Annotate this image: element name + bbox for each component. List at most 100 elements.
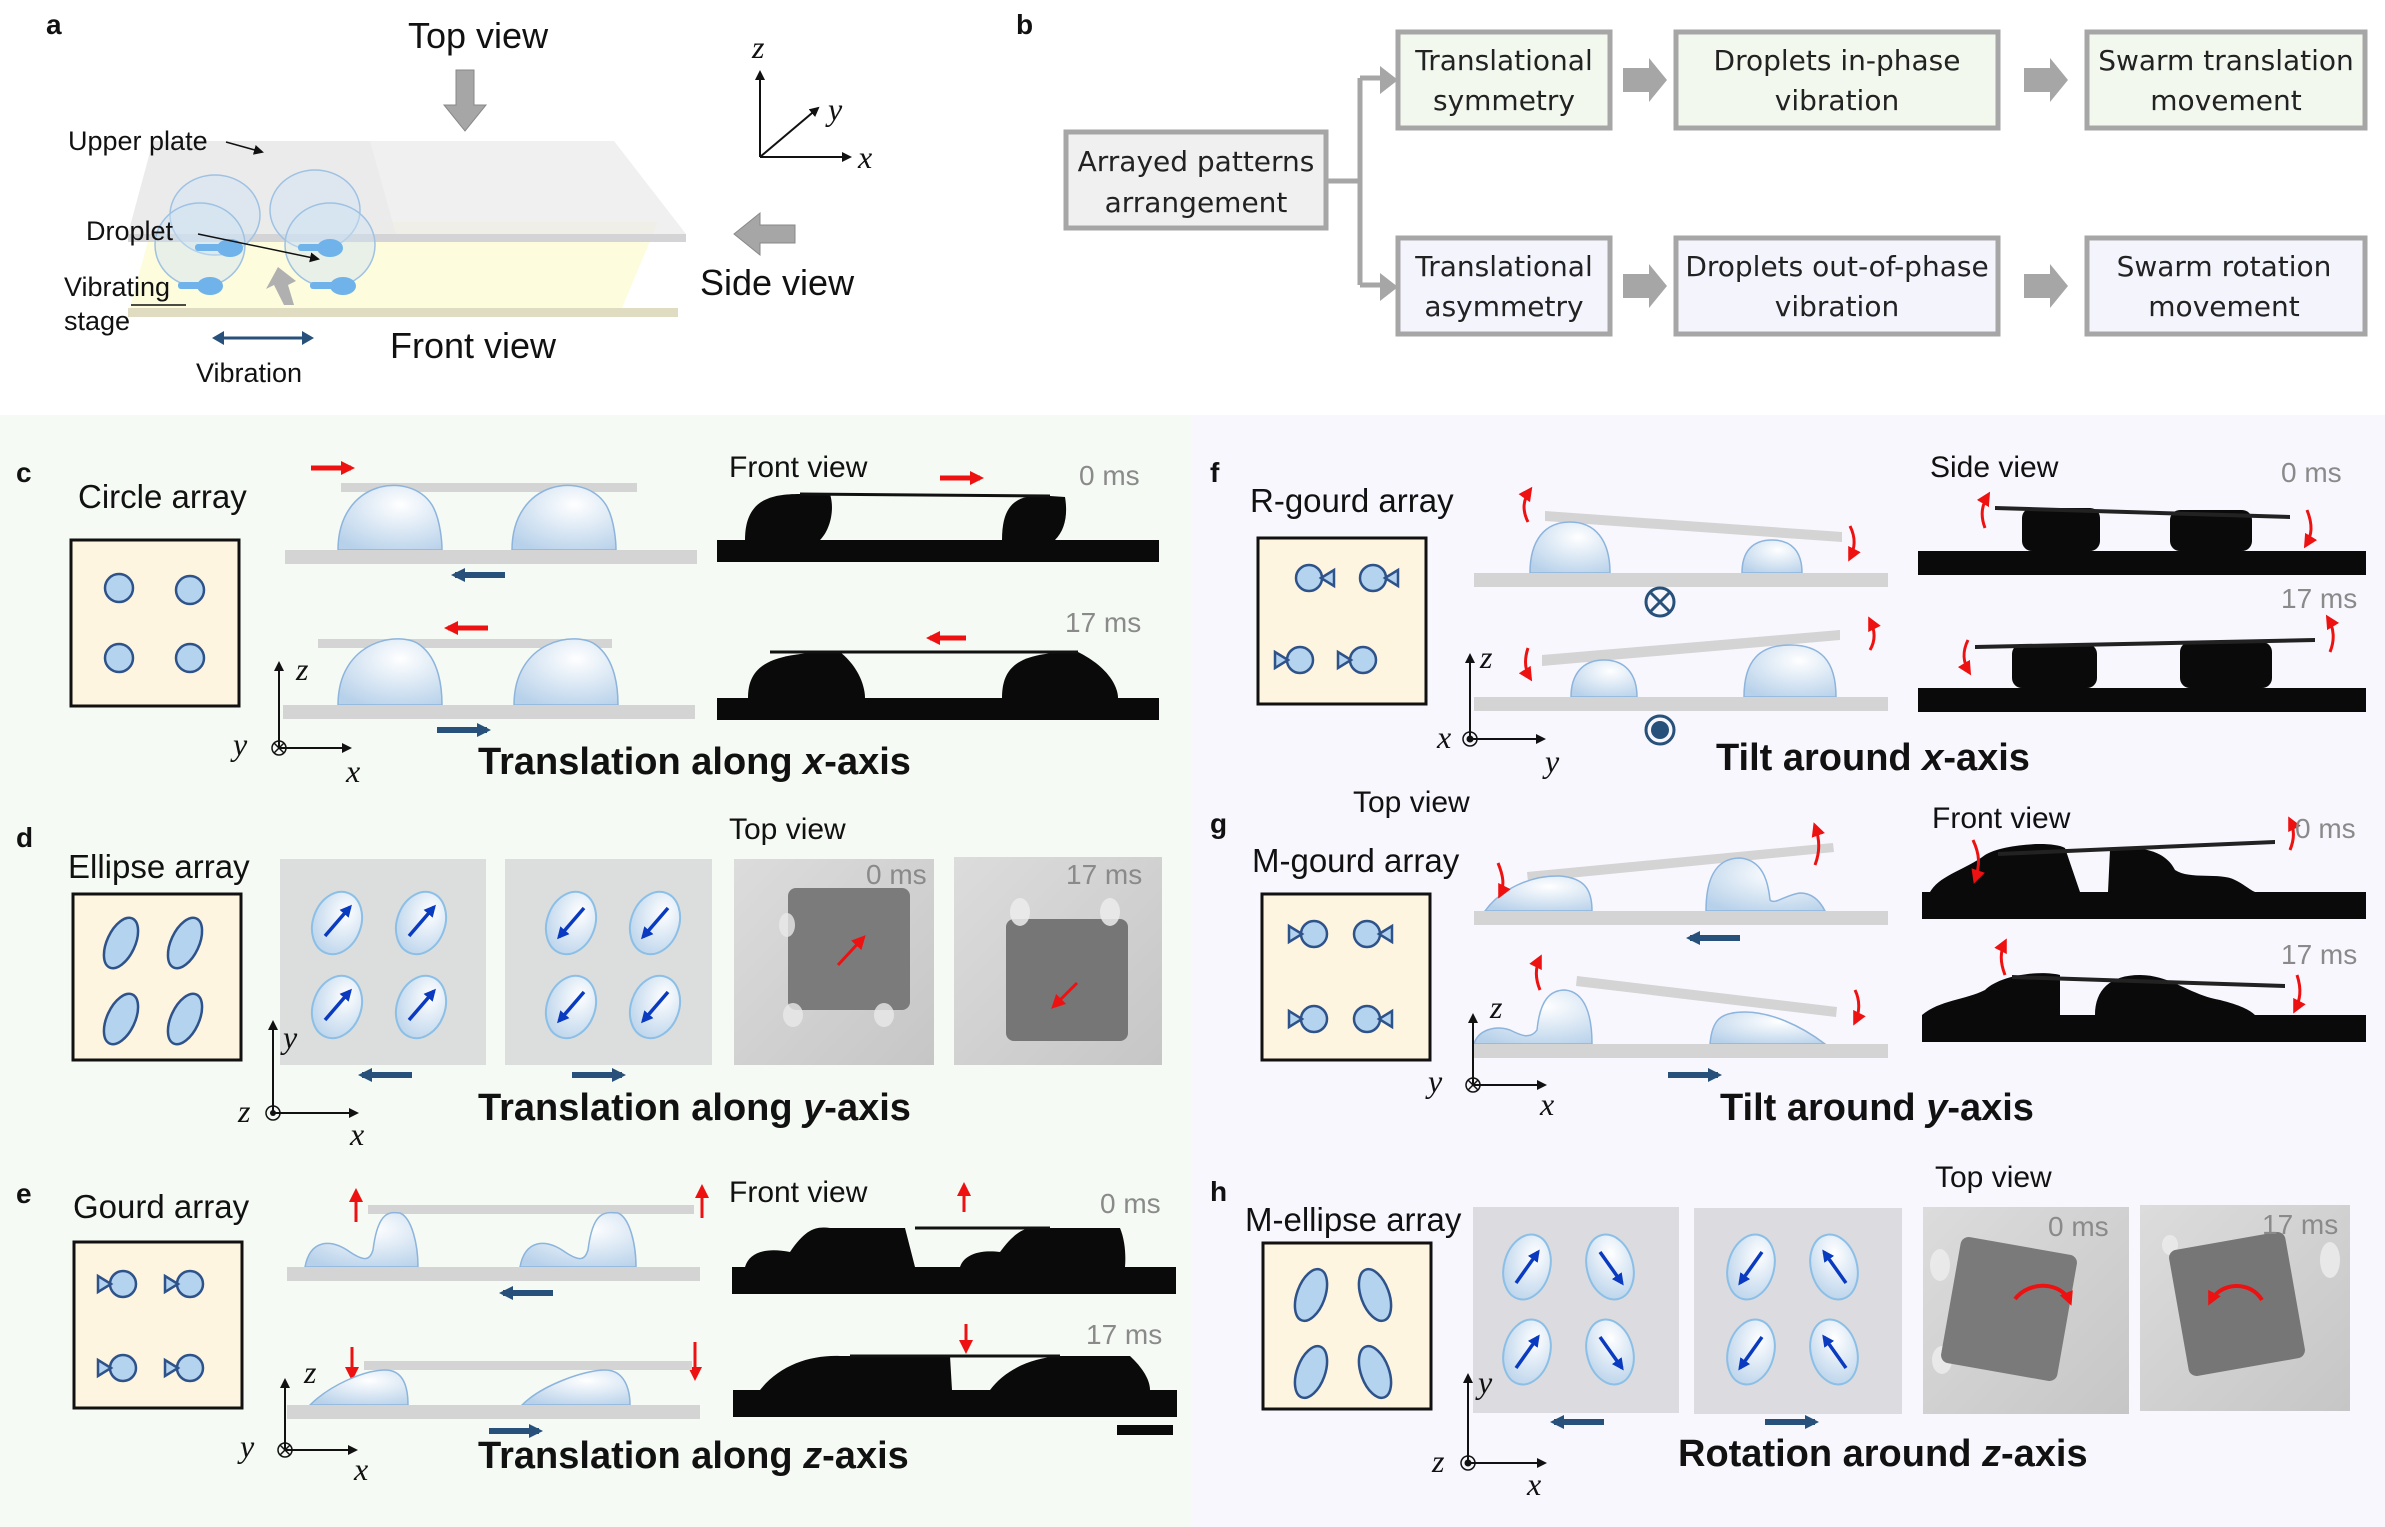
panel-e: e Gourd array <box>16 1176 1177 1487</box>
upper-plate-label: Upper plate <box>68 126 208 156</box>
svg-text:z: z <box>295 651 309 687</box>
flow-box-translational-symmetry <box>1395 29 1613 131</box>
svg-text:symmetry: symmetry <box>1433 84 1575 117</box>
front-view-photo-17ms <box>717 650 1159 720</box>
svg-text:x: x <box>353 1451 368 1487</box>
flow-box-droplets-out-of-phase <box>1673 235 2001 337</box>
flow-arrow-icon <box>2024 264 2068 308</box>
vibrating-stage-edge <box>128 308 678 317</box>
svg-text:vibration: vibration <box>1775 84 1899 117</box>
axis-indicator: z y x <box>237 1354 368 1487</box>
svg-text:x: x <box>345 753 360 789</box>
axis-indicator: y z x <box>237 1019 364 1152</box>
top-view-label: Top view <box>1353 786 1470 819</box>
vector-diagram-1 <box>280 859 486 1065</box>
side-view-label: Side view <box>700 262 855 303</box>
panel-title: M-gourd array <box>1252 842 1460 879</box>
svg-text:z: z <box>1489 989 1503 1025</box>
svg-text:Swarm translation: Swarm translation <box>2098 44 2354 77</box>
flow-box-droplets-in-phase <box>1673 29 2001 131</box>
svg-text:x: x <box>1436 719 1451 755</box>
svg-text:17 ms: 17 ms <box>2262 1209 2338 1240</box>
flow-box-swarm-translation <box>2084 29 2368 131</box>
droplet-side <box>511 484 617 551</box>
svg-text:0 ms: 0 ms <box>866 859 927 890</box>
flow-box-translational-asymmetry <box>1395 235 1613 337</box>
flow-arrow-icon <box>1623 58 1667 102</box>
svg-text:vibration: vibration <box>1775 290 1899 323</box>
svg-text:x: x <box>349 1116 364 1152</box>
m-gourd-pattern <box>1287 919 1394 1034</box>
panel-title: R-gourd array <box>1250 482 1454 519</box>
flow-bottom-row: Translational asymmetry Droplets out-of-… <box>1395 235 2368 337</box>
svg-text:z: z <box>1479 639 1493 675</box>
front-view-photo-0ms <box>717 492 1159 562</box>
ellipse-pattern <box>102 916 204 1046</box>
pattern-box <box>72 1240 244 1410</box>
svg-text:Top view: Top view <box>729 813 846 846</box>
svg-text:17 ms: 17 ms <box>2281 583 2357 614</box>
droplet-label: Droplet <box>86 216 174 246</box>
svg-text:d: d <box>16 822 33 853</box>
svg-text:Front view: Front view <box>1932 802 2071 835</box>
motion-caption: Tilt around x-axis <box>1716 737 2030 779</box>
svg-text:y: y <box>1542 743 1560 779</box>
svg-text:Droplets out-of-phase: Droplets out-of-phase <box>1685 250 1988 283</box>
svg-text:Side view: Side view <box>1930 451 2059 484</box>
panel-letter-a: a <box>46 9 62 40</box>
svg-text:0 ms: 0 ms <box>2295 813 2356 844</box>
svg-text:Droplets in-phase: Droplets in-phase <box>1714 44 1961 77</box>
vector-arrow-icons <box>323 904 670 1024</box>
svg-text:0 ms: 0 ms <box>2048 1211 2109 1242</box>
vibrating-stage-label-2: stage <box>64 306 130 336</box>
top-view-label: Top view <box>408 15 549 56</box>
svg-text:x: x <box>1539 1086 1554 1122</box>
svg-text:Front view: Front view <box>729 1176 868 1209</box>
svg-text:Top view: Top view <box>1935 1161 2052 1194</box>
svg-text:arrangement: arrangement <box>1105 186 1288 219</box>
svg-text:h: h <box>1210 1176 1227 1207</box>
svg-text:17 ms: 17 ms <box>1086 1319 1162 1350</box>
top-view-photo-17ms <box>954 857 1162 1065</box>
vector-diagram-2 <box>1694 1208 1902 1414</box>
top-view-photo-17ms <box>2140 1205 2350 1411</box>
svg-text:y: y <box>237 1428 255 1464</box>
motion-caption: Translation along y-axis <box>478 1087 911 1129</box>
flow-top-row: Translational symmetry Droplets in-phase… <box>1395 29 2368 131</box>
svg-text:z: z <box>237 1093 251 1129</box>
panel-letter-b: b <box>1016 9 1033 40</box>
svg-text:Swarm rotation: Swarm rotation <box>2117 250 2332 283</box>
svg-text:f: f <box>1210 457 1220 488</box>
svg-text:y: y <box>280 1019 298 1055</box>
svg-text:17 ms: 17 ms <box>1065 607 1141 638</box>
front-view-photo-0ms <box>1922 840 2366 919</box>
svg-text:Front view: Front view <box>729 451 868 484</box>
flow-arrow-icon <box>1623 264 1667 308</box>
svg-text:z: z <box>1431 1443 1445 1479</box>
pattern-box <box>1256 536 1428 706</box>
panel-c: c Circle array <box>16 451 1159 789</box>
r-gourd-pattern <box>1273 563 1400 675</box>
axis-indicator: z y x <box>1425 989 1554 1122</box>
svg-text:Translational: Translational <box>1414 44 1593 77</box>
vibration-label: Vibration <box>196 358 302 388</box>
front-view-label: Front view <box>390 325 557 366</box>
pattern-box <box>1260 892 1432 1062</box>
upper-plate-edge <box>128 234 686 242</box>
axis-indicator: y z x <box>1431 1364 1547 1502</box>
svg-text:movement: movement <box>2150 84 2301 117</box>
pattern-box <box>1261 1241 1433 1411</box>
droplet-side <box>337 638 443 706</box>
svg-text:c: c <box>16 457 32 488</box>
vector-diagram-1 <box>1473 1207 1679 1413</box>
svg-text:17 ms: 17 ms <box>1066 859 1142 890</box>
gourd-pattern <box>96 1269 205 1383</box>
flow-box-swarm-rotation <box>2084 235 2368 337</box>
vibrating-stage-label-1: Vibrating <box>64 272 170 302</box>
panel-a: a Top view Side view Front view Upper <box>46 9 872 388</box>
pattern-box <box>71 892 243 1062</box>
flow-arrow-icon <box>2024 58 2068 102</box>
m-ellipse-pattern <box>1293 1267 1393 1400</box>
front-view-photo-0ms <box>732 1226 1176 1294</box>
